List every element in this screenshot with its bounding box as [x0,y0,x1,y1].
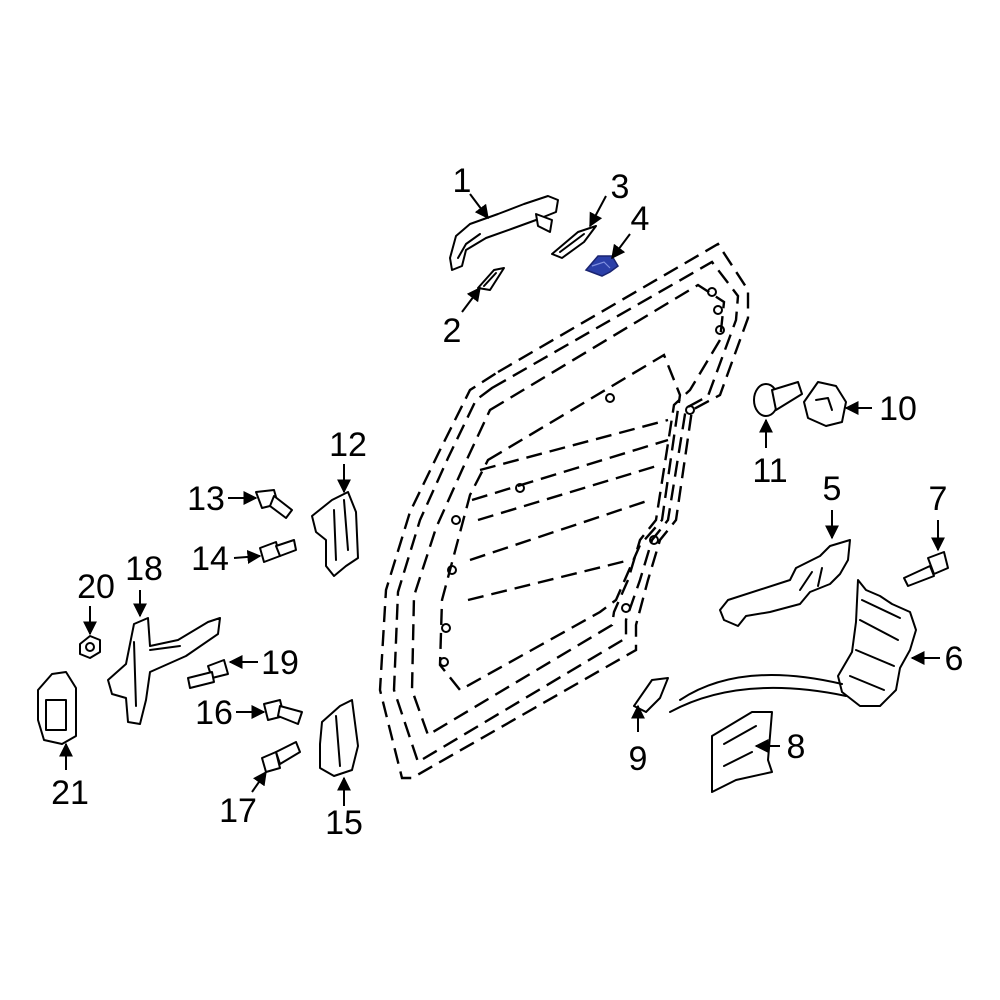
callout-19: 19 [261,644,299,682]
part-6-latch-actuator[interactable] [837,579,917,707]
callout-13: 13 [187,480,225,518]
callout-labels: 1 2 3 4 5 6 7 8 9 10 11 12 13 14 15 16 1… [51,162,963,842]
part-11-striker-pin[interactable] [753,381,803,417]
part-7-bolt[interactable] [903,551,949,587]
part-1-outside-handle[interactable] [449,195,559,271]
callout-7: 7 [929,480,948,518]
part-16-bolt[interactable] [263,699,303,725]
part-3-handle-gasket-rear[interactable] [551,225,597,259]
part-15-lower-hinge[interactable] [319,699,359,777]
part-21-check-seal[interactable] [37,671,77,745]
part-17-bolt[interactable] [261,741,301,773]
callout-1: 1 [453,162,472,200]
callout-9: 9 [629,740,648,778]
callout-4: 4 [631,200,650,238]
callout-11: 11 [752,452,787,490]
callout-20: 20 [77,568,115,606]
callout-6: 6 [945,640,964,678]
callout-8: 8 [787,728,806,766]
callout-21: 21 [51,774,89,812]
callout-17: 17 [219,792,257,830]
part-10-striker[interactable] [803,381,847,427]
part-20-nut[interactable] [79,635,101,659]
callout-2: 2 [443,312,462,350]
part-13-bolt[interactable] [255,489,293,519]
part-4-handle-bracket-highlighted[interactable] [584,255,619,277]
latch-cables [669,674,847,713]
part-9-cable-clip[interactable] [633,677,669,713]
callout-3: 3 [611,168,630,206]
callout-15: 15 [325,804,363,842]
callout-arrows [59,193,945,806]
door-shell-outline [378,242,750,780]
part-12-upper-hinge[interactable] [311,491,359,577]
part-8-lock-bracket[interactable] [711,711,773,793]
callout-10: 10 [879,390,917,428]
callout-12: 12 [329,426,367,464]
part-18-door-check[interactable] [107,617,221,725]
part-2-handle-gasket[interactable] [477,267,505,291]
callout-18: 18 [125,550,163,588]
part-5-latch-rod-assembly[interactable] [719,539,851,627]
callout-14: 14 [191,540,229,578]
part-14-bolt[interactable] [259,539,297,563]
callout-16: 16 [195,694,233,732]
callout-5: 5 [823,470,842,508]
part-19-bolt[interactable] [187,659,229,689]
